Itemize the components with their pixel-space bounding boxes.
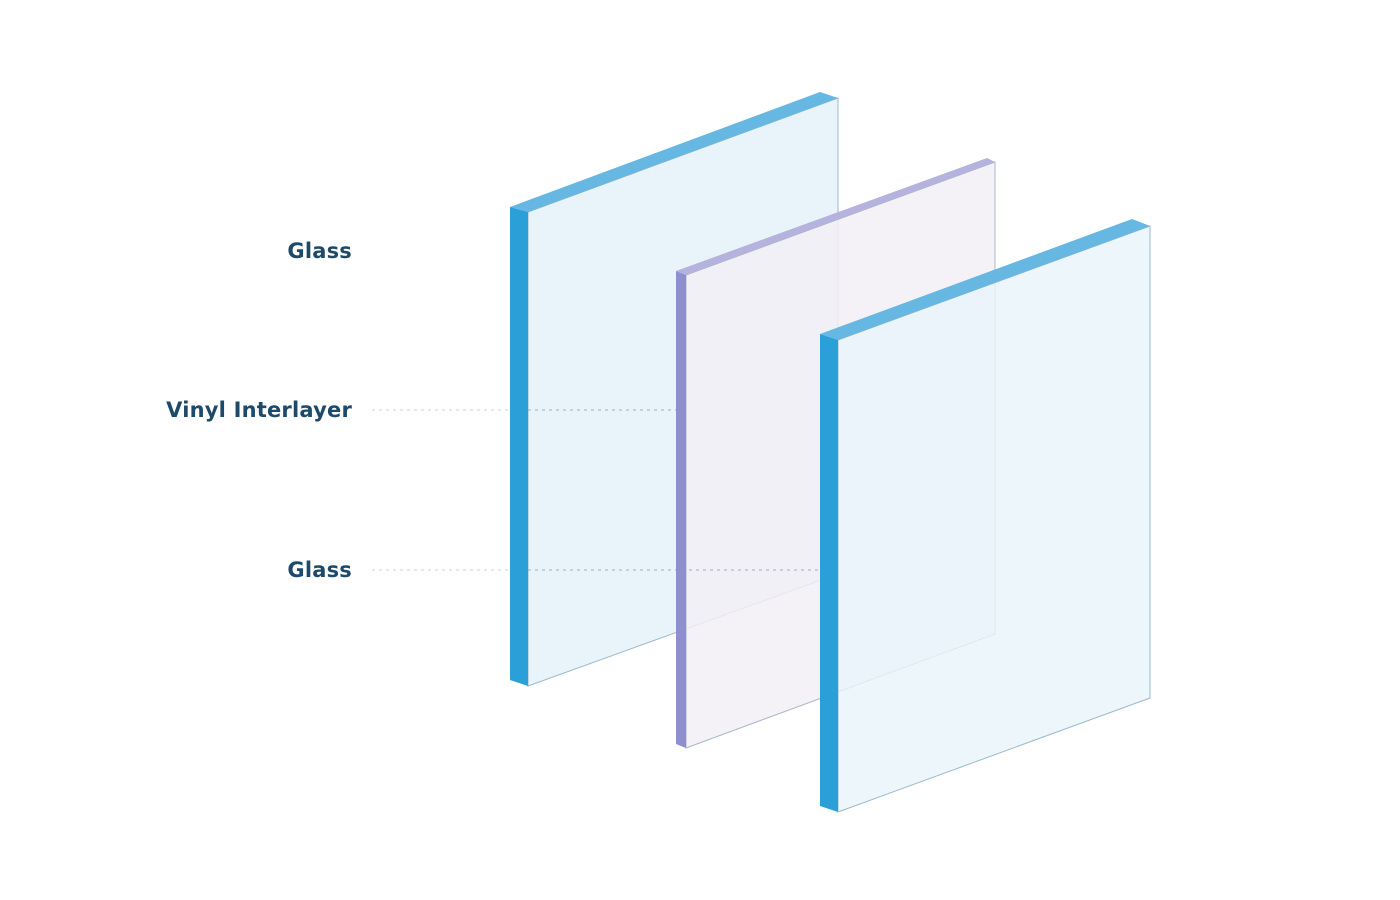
glass-pane-back-side-edge — [510, 207, 528, 686]
vinyl-interlayer-side-edge — [676, 271, 686, 748]
label-vinyl-interlayer: Vinyl Interlayer — [166, 398, 352, 422]
leader-lines — [372, 409, 820, 571]
glass-pane-front-top-edge — [820, 219, 1150, 340]
glass-pane-front-side-edge — [820, 334, 838, 812]
label-bottom-glass: Glass — [287, 558, 352, 582]
vinyl-interlayer-top-edge — [676, 158, 995, 275]
glass-pane-front — [820, 219, 1151, 813]
glass-pane-back-top-edge — [510, 92, 838, 212]
label-top-glass: Glass — [287, 239, 352, 263]
